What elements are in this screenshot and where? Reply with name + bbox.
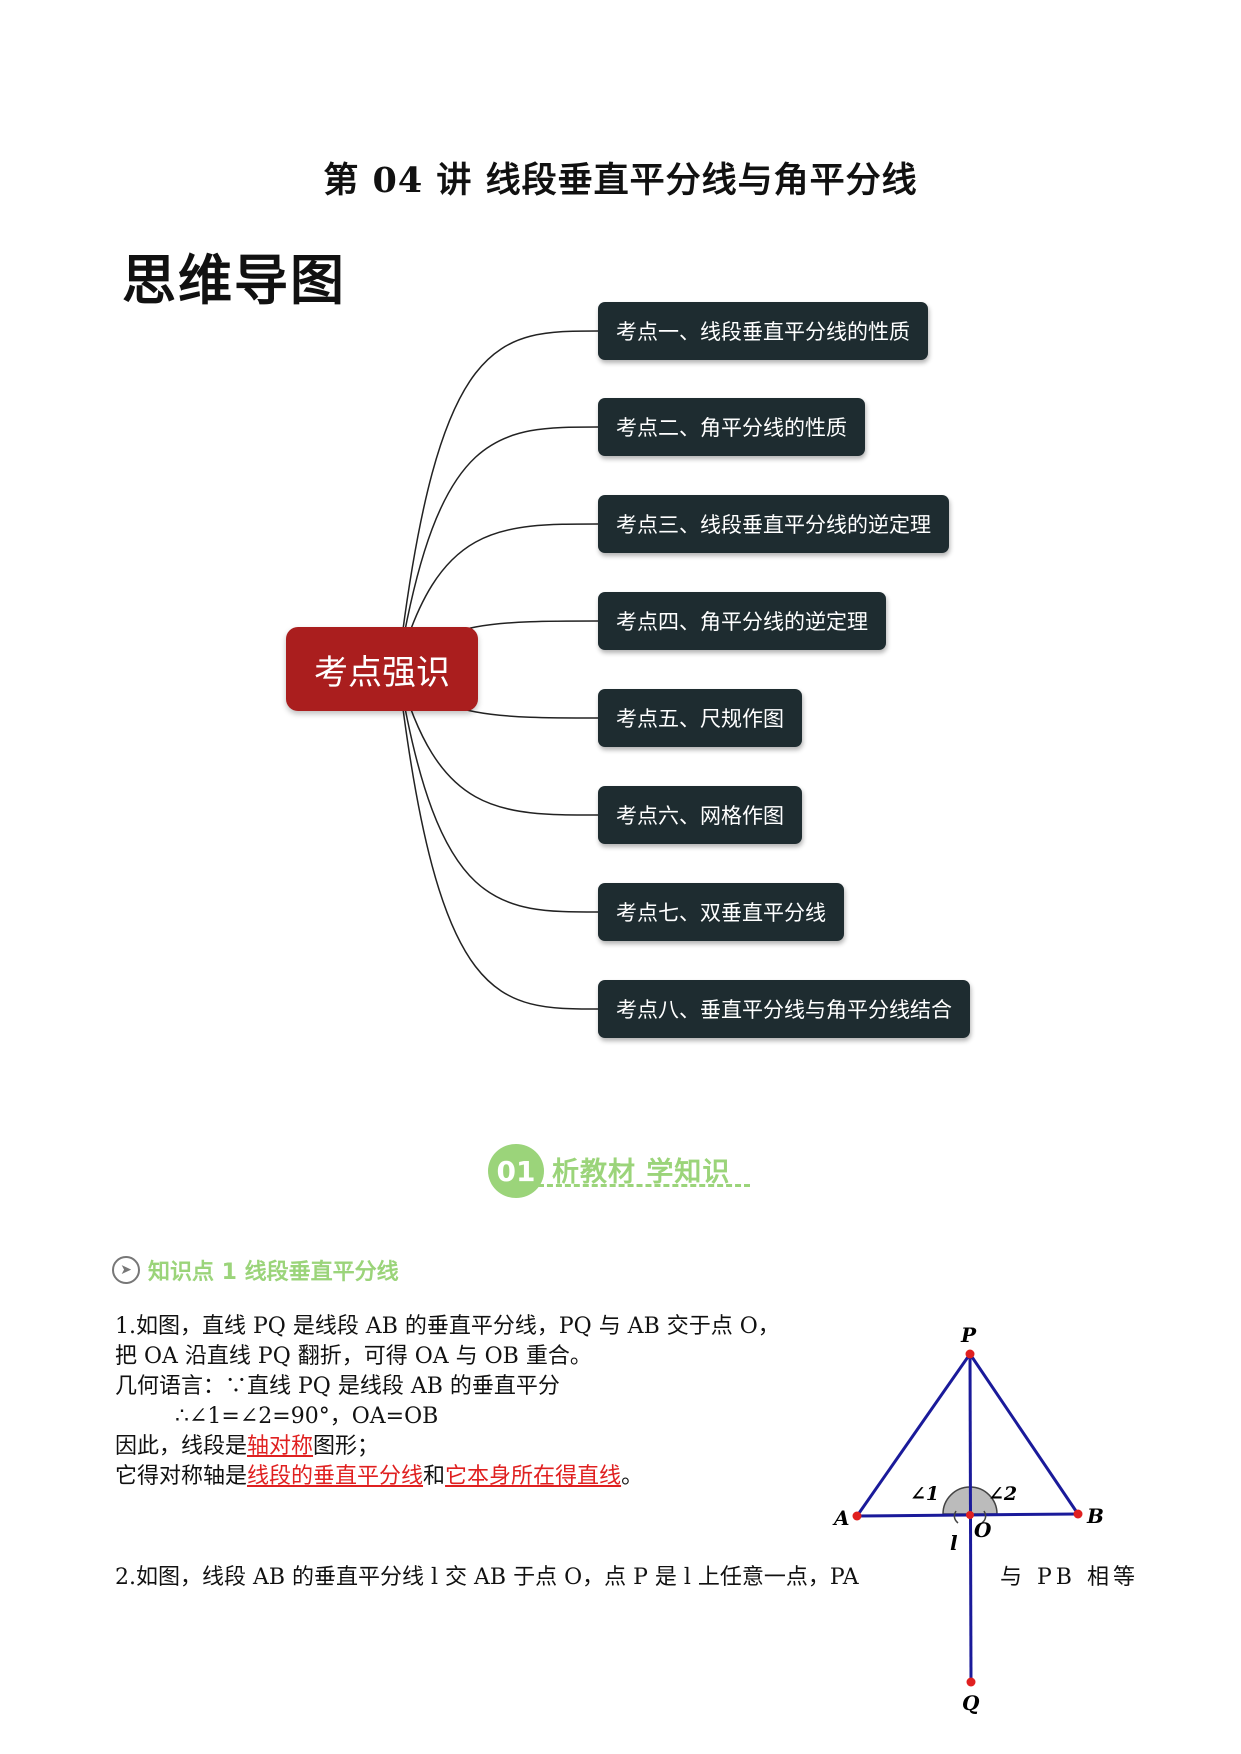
mindmap-branch[interactable]: 考点三、线段垂直平分线的逆定理	[598, 495, 949, 553]
mindmap-branch[interactable]: 考点五、尺规作图	[598, 689, 802, 747]
section-title: 析教材 学知识	[552, 1157, 731, 1188]
mindmap-branch[interactable]: 考点八、垂直平分线与角平分线结合	[598, 980, 970, 1038]
mindmap-connector	[397, 330, 599, 670]
mindmap-connector	[397, 426, 599, 670]
text: 和	[423, 1464, 446, 1489]
mindmap-root-node[interactable]: 考点强识	[286, 627, 478, 711]
mindmap-connector	[397, 523, 599, 670]
angle-arrow-left	[953, 1510, 959, 1524]
label-a: A	[832, 1506, 850, 1530]
mindmap-heading: 思维导图	[122, 249, 346, 312]
paragraph-line: 与 PB 相等	[1000, 1565, 1139, 1590]
section-number: 01	[488, 1144, 544, 1198]
label-angle-1: ∠1	[910, 1483, 939, 1505]
paragraph-line: 几何语言：∵直线 PQ 是线段 AB 的垂直平分	[115, 1374, 560, 1399]
point-p	[965, 1349, 975, 1359]
mindmap-branch[interactable]: 考点一、线段垂直平分线的性质	[598, 302, 928, 360]
highlight-text: 轴对称	[247, 1434, 314, 1459]
knowledge-point-title: 知识点 1 线段垂直平分线	[148, 1260, 399, 1285]
highlight-text: 它本身所在得直线	[445, 1464, 622, 1489]
highlight-text: 线段的垂直平分线	[247, 1464, 424, 1489]
segment-pb	[968, 1353, 1080, 1515]
mindmap-connector	[397, 668, 599, 816]
text: 图形；	[313, 1434, 380, 1459]
point-b	[1073, 1509, 1083, 1519]
paragraph-line: 因此，线段是轴对称图形；	[115, 1432, 379, 1462]
mindmap-branch[interactable]: 考点六、网格作图	[598, 786, 802, 844]
mindmap-branch[interactable]: 考点二、角平分线的性质	[598, 398, 865, 456]
label-p: P	[960, 1323, 977, 1347]
mindmap-connector	[397, 668, 599, 913]
section-underline	[538, 1184, 750, 1187]
mindmap-connector	[397, 668, 599, 1010]
arrow-circle-icon: ➤	[112, 1256, 140, 1284]
text: 它得对称轴是	[115, 1464, 248, 1489]
paragraph-line: ∴∠1=∠2=90°，OA=OB	[175, 1404, 439, 1429]
label-l: l	[950, 1531, 958, 1555]
point-q	[966, 1677, 976, 1687]
knowledge-point-heading: ➤ 知识点 1 线段垂直平分线	[112, 1252, 399, 1288]
label-o: O	[974, 1518, 992, 1542]
mindmap-branch[interactable]: 考点四、角平分线的逆定理	[598, 592, 886, 650]
label-angle-2: ∠2	[988, 1483, 1017, 1505]
label-b: B	[1086, 1504, 1104, 1528]
label-q: Q	[962, 1691, 980, 1715]
mindmap-branch[interactable]: 考点七、双垂直平分线	[598, 883, 844, 941]
text: 。	[621, 1464, 644, 1489]
paragraph-line: 1.如图，直线 PQ 是线段 AB 的垂直平分线，PQ 与 AB 交于点 O，	[115, 1314, 780, 1339]
point-o	[966, 1511, 974, 1519]
paragraph-line: 它得对称轴是线段的垂直平分线和它本身所在得直线。	[115, 1462, 643, 1492]
segment-pa	[855, 1353, 972, 1517]
angle-arrow-right	[981, 1510, 987, 1524]
text: 因此，线段是	[115, 1434, 248, 1459]
point-a	[852, 1511, 862, 1521]
section-badge: 01 析教材 学知识	[488, 1140, 788, 1202]
document-title: 第 04 讲 线段垂直平分线与角平分线	[323, 160, 918, 201]
geometry-figure: P A B O l Q ∠1 ∠2	[832, 1323, 1104, 1715]
paragraph-line: 把 OA 沿直线 PQ 翻折，可得 OA 与 OB 重合。	[115, 1344, 592, 1369]
paragraph-line: 2.如图，线段 AB 的垂直平分线 l 交 AB 于点 O，点 P 是 l 上任…	[115, 1565, 859, 1590]
